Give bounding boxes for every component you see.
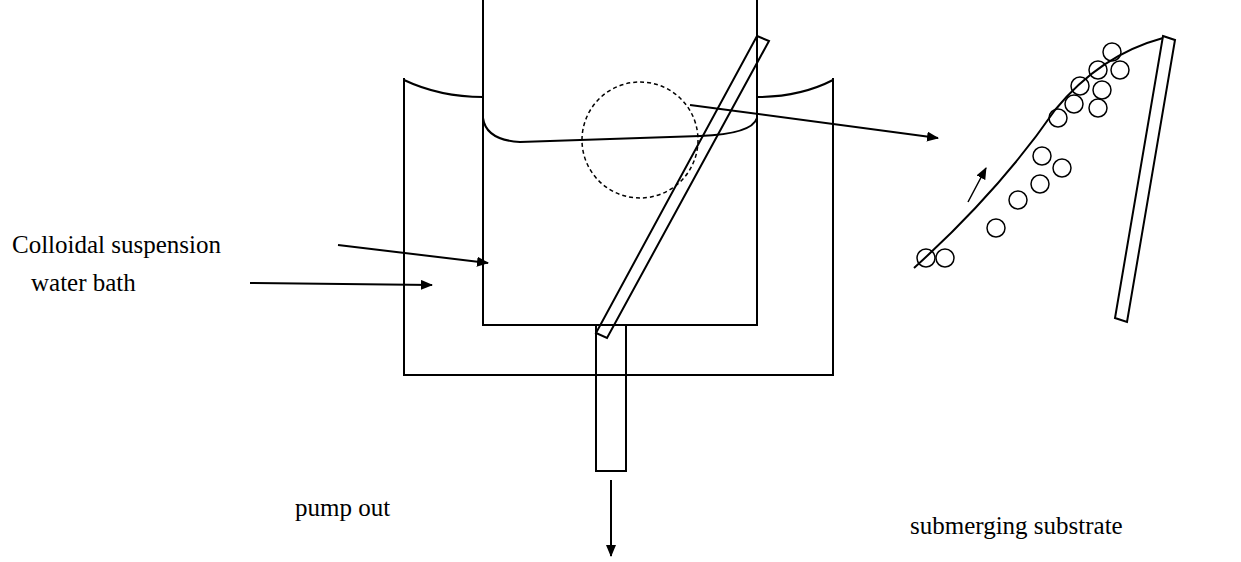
inset-meniscus: [914, 38, 1163, 268]
leader-arrow: [250, 283, 432, 285]
leader-arrow: [338, 245, 488, 263]
inset-label: submerging substrate: [910, 513, 1123, 538]
substrate-plate: [596, 36, 769, 338]
outlet-tube: [596, 325, 626, 471]
zoom-arrow: [690, 105, 938, 138]
region-label: Colloidal suspension: [12, 232, 221, 257]
pump-arrow: [610, 480, 612, 556]
suspension-container: [483, 0, 757, 325]
bath-meniscus: [404, 80, 483, 97]
flow-arrow: [968, 168, 986, 202]
particles: [917, 43, 1129, 267]
flow-label: pump out: [295, 495, 390, 520]
inset-substrate: [1115, 36, 1175, 322]
magnify-circle: [582, 82, 698, 198]
water-bath-vessel: [404, 78, 833, 375]
bath-meniscus: [757, 80, 833, 97]
region-label: water bath: [31, 270, 136, 295]
